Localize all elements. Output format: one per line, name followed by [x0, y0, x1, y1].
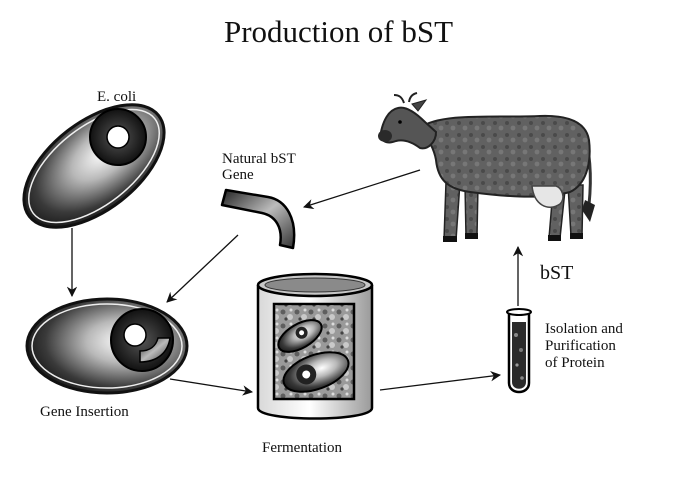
recombinant-cell-icon — [25, 297, 189, 395]
cow-icon — [378, 92, 595, 242]
label-bst: bST — [540, 262, 574, 284]
fermentation-tank-icon — [256, 272, 374, 420]
diagram-title: Production of bST — [223, 14, 454, 49]
label-isolation-line2: Purification — [545, 338, 616, 354]
arrow-gene-to-cell — [166, 234, 239, 303]
label-fermentation: Fermentation — [262, 440, 342, 456]
arrow-tank-to-tube — [379, 371, 502, 391]
ecoli-cell-icon — [22, 103, 166, 229]
plasmid-hole — [106, 125, 130, 149]
test-tube-icon — [506, 308, 532, 394]
label-isolation-purification: Isolation and Purification of Protein — [545, 321, 623, 372]
label-isolation-line3: of Protein — [545, 355, 605, 371]
label-gene-insertion: Gene Insertion — [40, 404, 129, 420]
arrow-cow-to-gene — [303, 169, 421, 210]
label-ecoli: E. coli — [97, 89, 137, 105]
arrow-cell-to-tank — [169, 378, 254, 396]
gene-fragment-icon — [220, 188, 296, 250]
label-natural-bst-gene-line1: Natural bST — [222, 151, 296, 167]
label-isolation-line1: Isolation and — [545, 321, 623, 337]
label-natural-bst-gene: Natural bST Gene — [222, 151, 296, 183]
label-natural-bst-gene-line2: Gene — [222, 167, 254, 183]
